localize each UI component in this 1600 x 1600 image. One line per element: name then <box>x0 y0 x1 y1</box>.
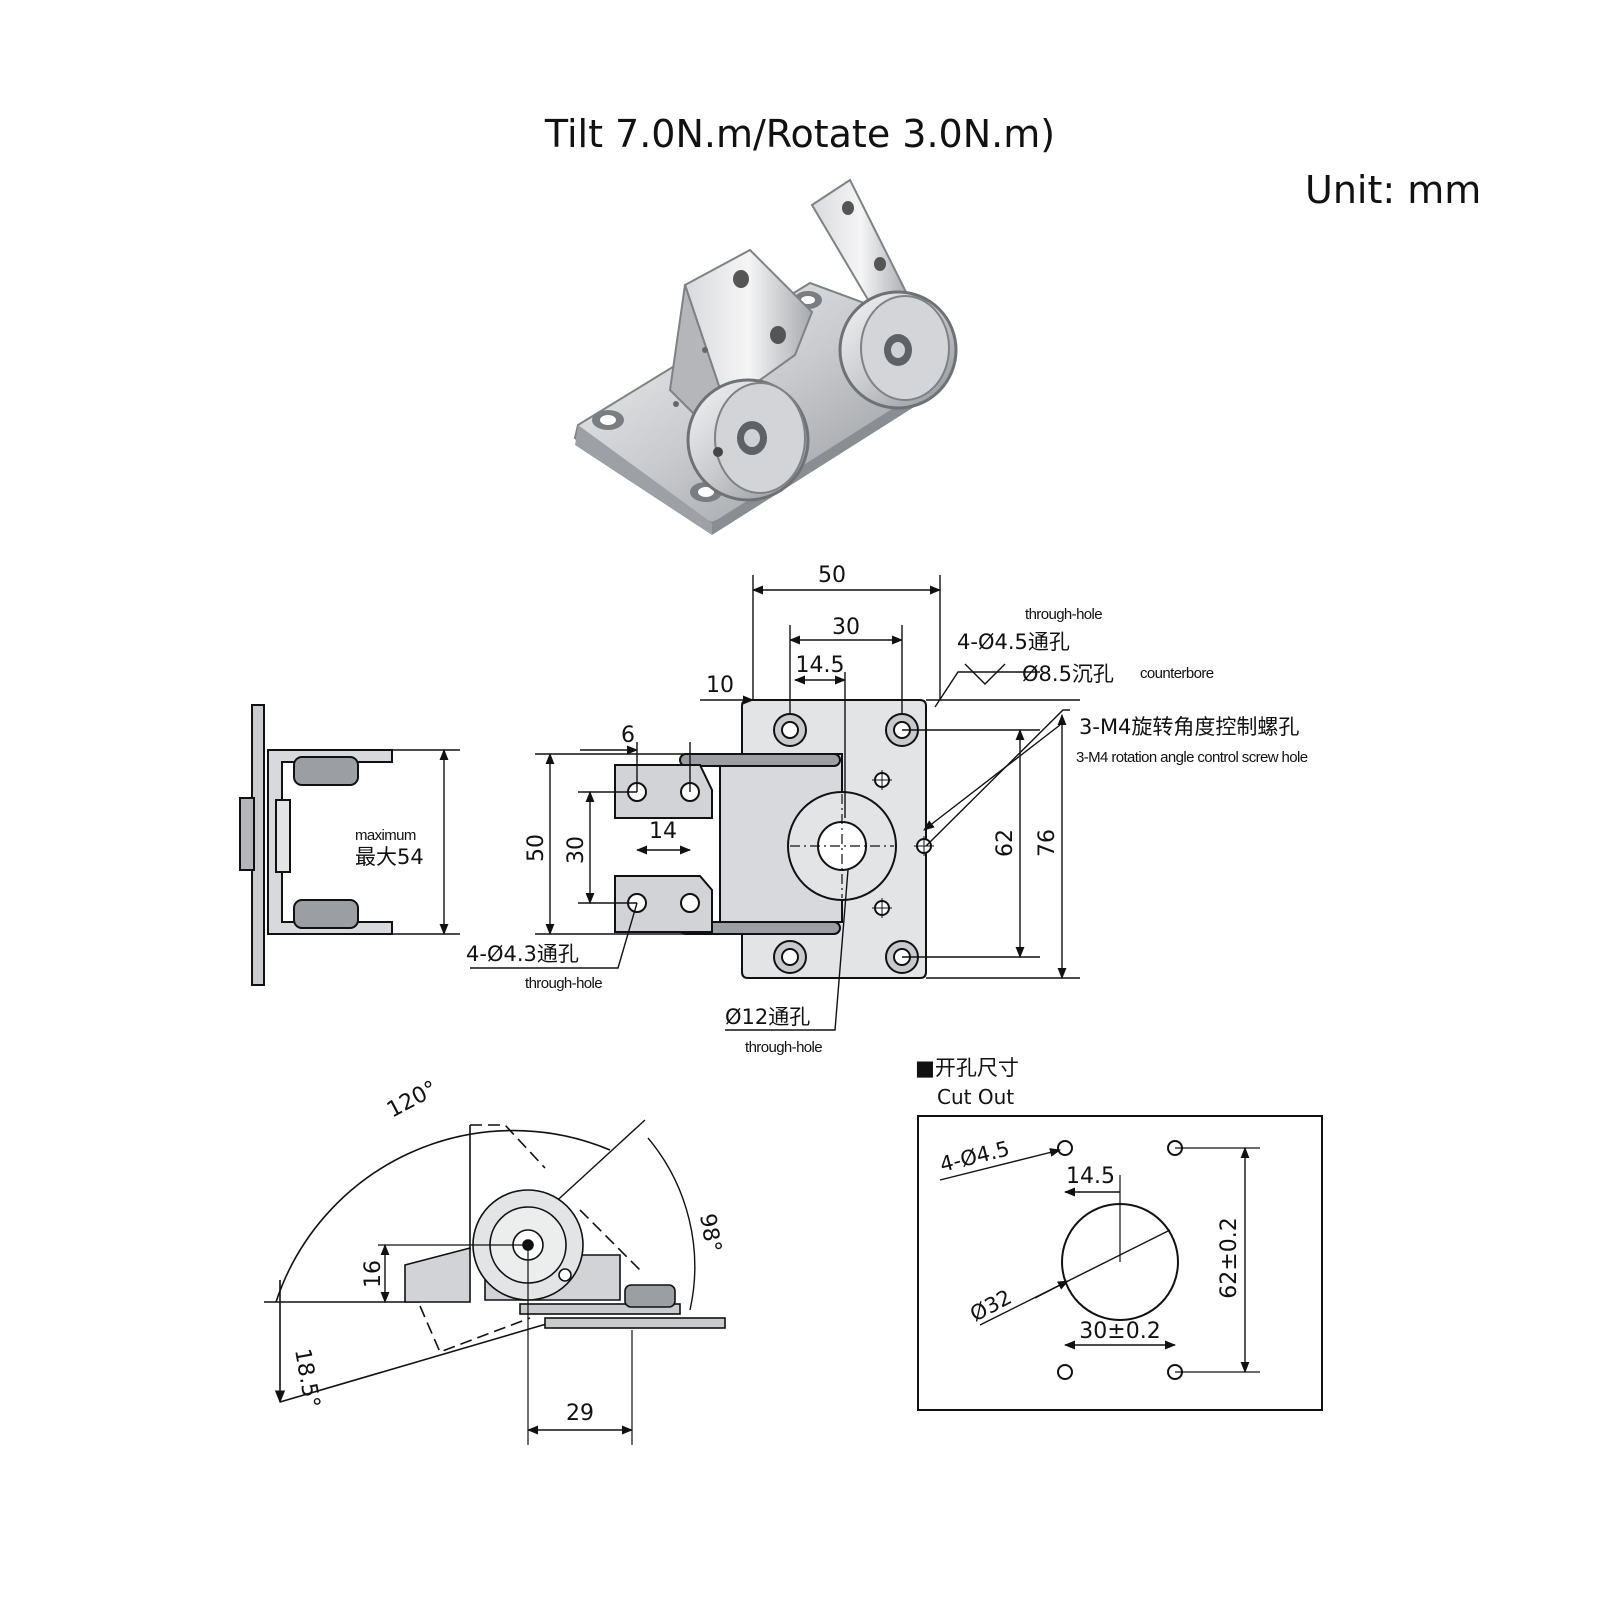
dim-6: 6 <box>621 723 635 748</box>
angle-view <box>264 1119 726 1445</box>
dim-16-label: 16 <box>361 1260 386 1288</box>
page-title: Tilt 7.0N.m/Rotate 3.0N.m) <box>544 112 1056 156</box>
cutout-panel <box>917 1115 1323 1411</box>
dim-50-width: 50 <box>818 563 846 588</box>
dim-50-height: 50 <box>524 834 549 862</box>
dim-76: 76 <box>1035 829 1060 857</box>
side-view-dimension <box>392 748 460 936</box>
unit-label: Unit: mm <box>1305 168 1482 212</box>
cutout-dim-30: 30±0.2 <box>1079 1319 1160 1344</box>
dim-62: 62 <box>993 829 1018 857</box>
top-view-dimensions <box>470 575 1080 1031</box>
maximum-en-label: maximum <box>355 827 416 844</box>
product-photo <box>573 178 958 535</box>
m4-hole-label: 3-M4旋转角度控制螺孔 <box>1079 715 1299 739</box>
cutout-dim-14-5: 14.5 <box>1066 1164 1115 1189</box>
angle-18-5-label: 18.5° <box>289 1347 324 1410</box>
dim-14-5: 14.5 <box>796 653 845 678</box>
hole-12-label: Ø12通孔 <box>725 1005 810 1029</box>
m4-hole-en-label: 3-M4 rotation angle control screw hole <box>1076 749 1308 766</box>
side-view <box>239 704 393 986</box>
cutout-heading-en: Cut Out <box>937 1085 1014 1109</box>
counterbore-label: Ø8.5沉孔 <box>1022 662 1114 686</box>
cutout-heading-cn: ■开孔尺寸 <box>915 1056 1019 1080</box>
hole-4-4-3-label: 4-Ø4.3通孔 <box>466 942 579 966</box>
hole-4-4-5-label: 4-Ø4.5通孔 <box>957 630 1070 654</box>
top-view <box>614 699 934 979</box>
dim-30-height: 30 <box>564 836 589 864</box>
dim-30-width: 30 <box>832 615 860 640</box>
dim-14: 14 <box>649 819 677 844</box>
dim-10: 10 <box>706 673 734 698</box>
maximum-cn-label: 最大54 <box>355 845 424 869</box>
through-hole-label-center: through-hole <box>745 1039 822 1056</box>
angle-98-label: 98° <box>694 1212 725 1255</box>
counterbore-en-label: counterbore <box>1140 665 1214 682</box>
angle-120-label: 120° <box>383 1076 442 1123</box>
through-hole-label-top: through-hole <box>1025 606 1102 623</box>
through-hole-label-left: through-hole <box>525 975 602 992</box>
cutout-dim-62: 62±0.2 <box>1217 1217 1242 1298</box>
dim-29-label: 29 <box>566 1401 594 1426</box>
